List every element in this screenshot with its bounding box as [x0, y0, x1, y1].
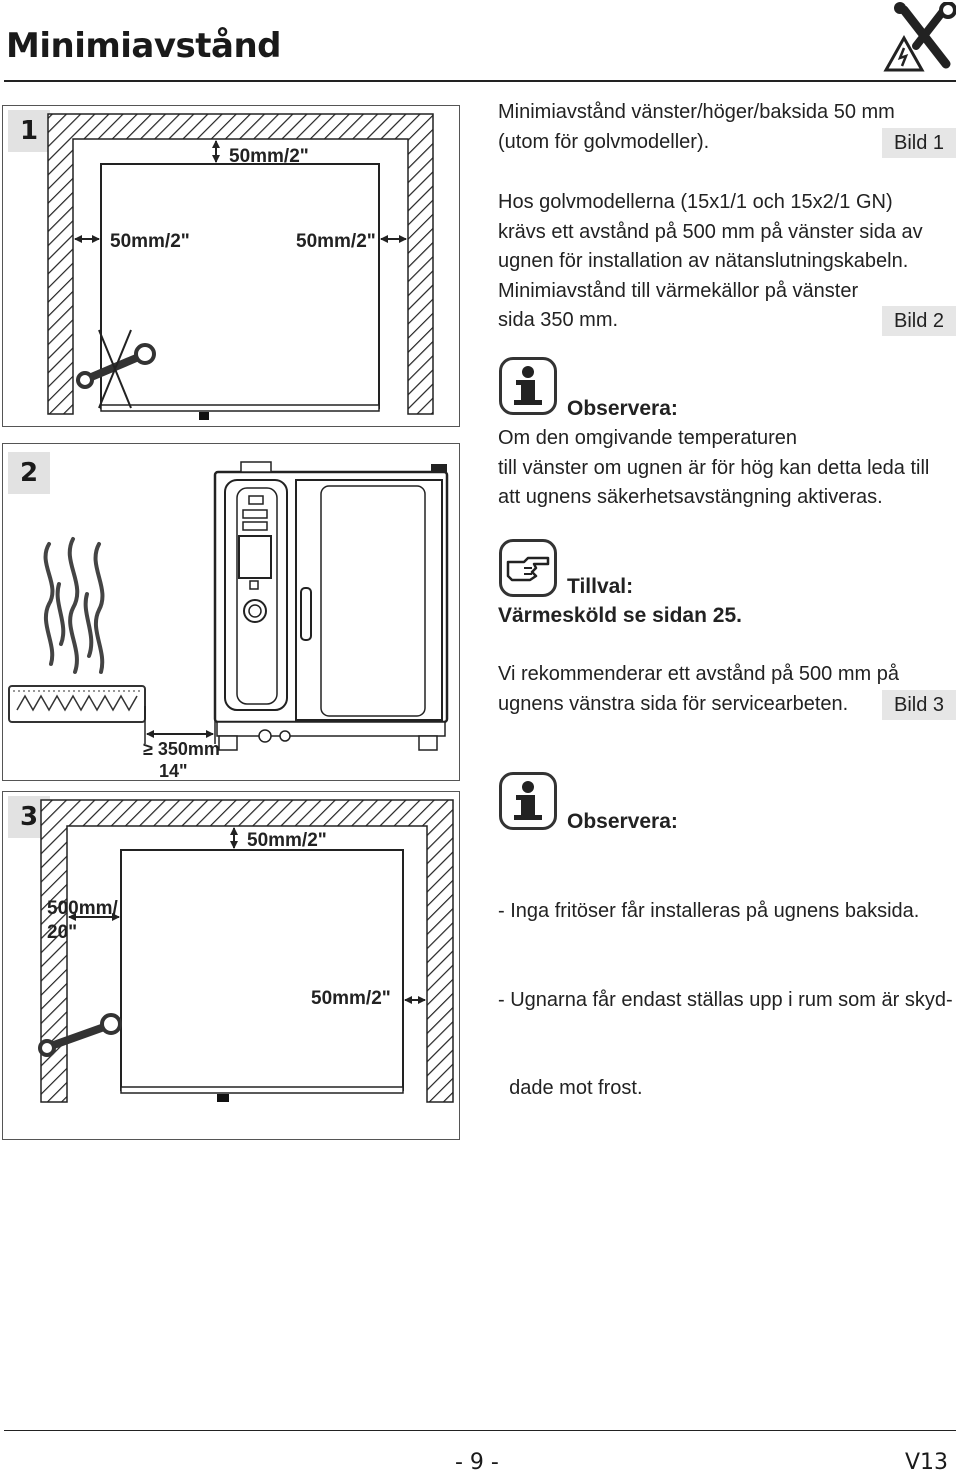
- dimension-left-imperial: 20": [47, 922, 78, 943]
- option-heading: Tillval:: [567, 575, 634, 598]
- page-number: - 9 -: [455, 1450, 499, 1475]
- wrench-icon: [38, 1013, 122, 1057]
- heat-source-icon: [43, 537, 105, 674]
- figure-panel-1: 1 50mm/2" 50mm/2" 50mm/2": [2, 105, 460, 427]
- floor-plan-diagram: [47, 113, 434, 420]
- info-icon: [499, 357, 557, 415]
- version-label: V13: [905, 1450, 949, 1475]
- note-heading: Observera:: [567, 397, 678, 420]
- dimension-right: 50mm/2": [311, 988, 391, 1009]
- oven-icon: [213, 461, 449, 751]
- figure-reference-2: Bild 2: [882, 306, 957, 336]
- paragraph-1: Minimiavstånd vänster/höger/baksida 50 m…: [498, 101, 895, 153]
- floor-plan-diagram: [38, 799, 454, 1103]
- info-icon: [499, 772, 557, 830]
- option-text: Värmesköld se sidan 25.: [498, 604, 742, 627]
- dimension-top: 50mm/2": [229, 146, 309, 167]
- dimension-right: 50mm/2": [296, 231, 376, 252]
- figure-panel-2: 2: [2, 443, 460, 781]
- dimension-left: 500mm/: [47, 898, 118, 919]
- clearance-dimension-imperial: 14": [159, 761, 188, 781]
- paragraph-2: Hos golvmodellerna (15x1/1 och 15x2/1 GN…: [498, 191, 923, 331]
- tools-warning-icon: [882, 1, 957, 74]
- note-body: Om den omgivande temperaturen till vänst…: [498, 427, 930, 508]
- paragraph-3: Vi rekommenderar ett avstånd på 500 mm p…: [498, 663, 899, 715]
- figure-number: 1: [8, 110, 50, 152]
- figure-panel-3: 3 50mm/2" 500mm/ 20" 50mm/2": [2, 791, 460, 1140]
- dimension-left: 50mm/2": [110, 231, 190, 252]
- pointing-hand-icon: [499, 539, 557, 597]
- clearance-dimension: ≥ 350mm: [143, 739, 220, 759]
- page-title: Minimiavstånd: [6, 26, 282, 66]
- dimension-top: 50mm/2": [247, 830, 327, 851]
- header-rule: [4, 80, 956, 82]
- oven-heat-diagram: [8, 461, 449, 751]
- figure-reference-3: Bild 3: [882, 690, 957, 720]
- note-body: - Inga fritöser får installeras på ugnen…: [498, 900, 953, 1099]
- figure-reference-1: Bild 1: [882, 128, 957, 158]
- note-heading: Observera:: [567, 810, 678, 833]
- figure-number: 2: [8, 452, 50, 494]
- footer-rule: [4, 1430, 956, 1431]
